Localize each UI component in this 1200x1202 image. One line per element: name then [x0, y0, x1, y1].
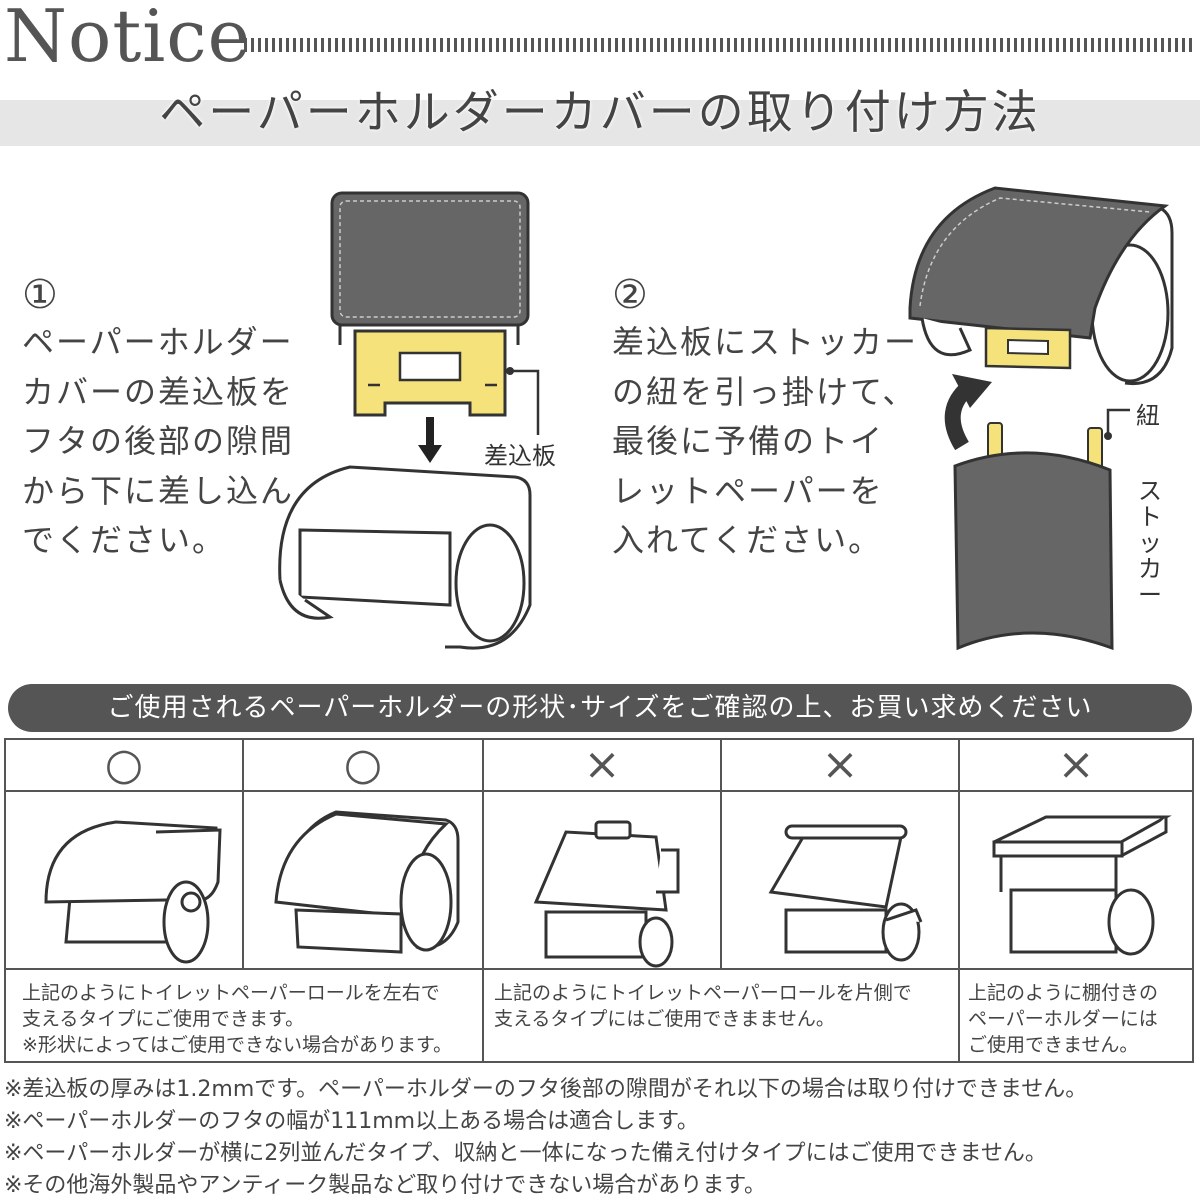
holder-type-3-illustration [533, 820, 680, 968]
compat-desc-2: 上記のようにトイレットペーパーロールを片側で 支えるタイプにはご使用できまません… [494, 982, 912, 1030]
title-dotted-rule [244, 38, 1196, 52]
holder-type-1-illustration [44, 820, 222, 964]
holder-type-5-illustration [992, 815, 1172, 956]
step-1-illustration [278, 191, 540, 650]
compat-mark-2: ○ [343, 739, 383, 790]
holder-type-4-illustration [768, 824, 923, 962]
note-3: ※ペーパーホルダーが横に2列並んだタイプ、収納と一体になった備え付けタイプにはご… [4, 1141, 1047, 1166]
note-4: ※その他海外製品やアンティーク製品など取り付けできない場合があります。 [4, 1173, 767, 1198]
compat-mark-3: × [583, 739, 621, 790]
string-label: 紐 [1136, 402, 1160, 430]
stocker-label: ストッカー [1138, 477, 1162, 609]
compat-mark-1: ○ [104, 739, 144, 790]
insert-plate-label: 差込板 [484, 442, 556, 470]
step-1-text: ペーパーホルダー カバーの差込板を フタの後部の隙間 から下に差し込ん でくださ… [22, 323, 295, 559]
note-1: ※差込板の厚みは1.2mmです。ペーパーホルダーのフタ後部の隙間がそれ以下の場合… [4, 1077, 1088, 1102]
compat-mark-5: × [1057, 739, 1095, 790]
step-2-number: ② [612, 272, 648, 318]
step-2-text: 差込板にストッカー の紐を引っ掛けて、 最後に予備のトイ レットペーパーを 入れ… [612, 323, 919, 559]
subtitle-band [0, 100, 1200, 146]
compat-desc-1: 上記のようにトイレットペーパーロールを左右で 支えるタイプにご使用できます。 ※… [22, 982, 453, 1056]
compatibility-table: ○ ○ × × × [4, 738, 1194, 1063]
step-2-illustration [908, 186, 1174, 651]
compat-mark-4: × [821, 739, 859, 790]
notice-bar: ご使用されるペーパーホルダーの形状･サイズをご確認の上、お買い求めください [8, 684, 1192, 732]
holder-type-2-illustration [274, 810, 460, 954]
page-subtitle: ペーパーホルダーカバーの取り付け方法 [159, 85, 1041, 139]
compat-desc-3: 上記のように棚付きの ペーパーホルダーには ご使用できません。 [968, 982, 1159, 1056]
note-2: ※ペーパーホルダーのフタの幅が111mm以上ある場合は適合します。 [4, 1109, 699, 1134]
holder-cover-shape [908, 186, 1170, 340]
down-arrow-icon [418, 445, 442, 463]
holder-types-illustrations [44, 810, 1172, 968]
page-title: Notice [4, 0, 252, 78]
stocker-shape [953, 451, 1114, 651]
holder-cover-shape [330, 191, 530, 327]
step-1-number: ① [22, 272, 58, 318]
